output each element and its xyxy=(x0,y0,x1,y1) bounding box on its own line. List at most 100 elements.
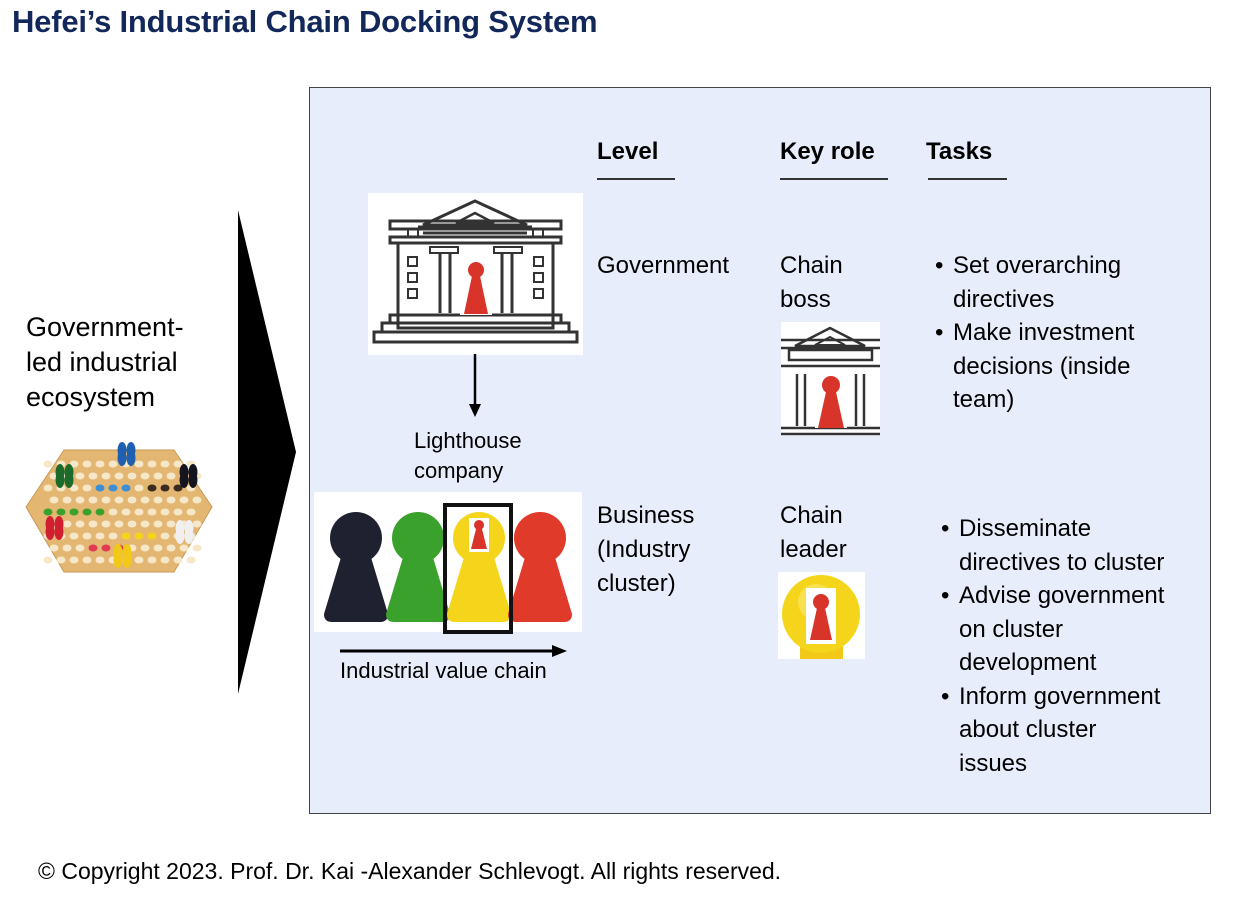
board-hole xyxy=(62,496,72,504)
ecosystem-label-line: led industrial xyxy=(26,347,178,377)
board-hole xyxy=(95,508,105,516)
task-line: directives xyxy=(953,285,1055,313)
board-hole xyxy=(186,508,196,516)
level-text: (Industry xyxy=(597,536,691,563)
board-hole xyxy=(82,508,92,516)
yellow-pawn-with-red-pawn-icon xyxy=(782,575,860,659)
board-hole xyxy=(153,472,163,480)
board-hole xyxy=(82,484,92,492)
board-hole xyxy=(179,496,189,504)
bullet-icon: • xyxy=(941,515,950,542)
ecosystem-label: Government- led industrial ecosystem xyxy=(26,310,226,415)
board-hole xyxy=(153,496,163,504)
right-arrow-icon xyxy=(340,645,567,657)
board-hole xyxy=(95,532,105,540)
board-hole xyxy=(173,556,183,564)
task-item: • Disseminate directives to cluster xyxy=(941,512,1164,579)
board-hole xyxy=(75,544,85,552)
task-line: Inform government xyxy=(959,682,1161,710)
pawn-0 xyxy=(324,512,388,622)
board-hole xyxy=(160,460,170,468)
board-pawn xyxy=(64,472,74,488)
page-title: Hefei’s Industrial Chain Docking System xyxy=(12,4,598,39)
board-hole xyxy=(134,484,144,492)
board-hole xyxy=(186,556,196,564)
lighthouse-label-line: Lighthouse xyxy=(414,428,522,453)
board-pawn xyxy=(122,552,132,568)
task-line: issues xyxy=(959,749,1028,777)
ecosystem-label-line: ecosystem xyxy=(26,382,156,412)
board-hole xyxy=(160,508,170,516)
board-hole xyxy=(62,520,72,528)
board-hole xyxy=(192,544,202,552)
value-chain-pawns-image xyxy=(314,492,582,632)
board-hole xyxy=(49,496,59,504)
task-line: Make investment xyxy=(953,319,1135,346)
board-hole xyxy=(43,556,53,564)
column-header-tasks: Tasks xyxy=(926,138,993,165)
board-hole xyxy=(140,520,150,528)
task-line: Advise government xyxy=(959,582,1165,609)
board-hole xyxy=(82,460,92,468)
task-line: decisions (inside xyxy=(953,352,1131,380)
role-text: Chain xyxy=(780,252,843,279)
board-hole xyxy=(95,460,105,468)
board-hole xyxy=(134,460,144,468)
government-building-with-red-pawn-icon xyxy=(781,326,880,436)
role-text: leader xyxy=(780,536,847,563)
task-item: • Inform government about cluster issues xyxy=(941,680,1164,781)
board-hole xyxy=(127,472,137,480)
board-hole xyxy=(82,556,92,564)
task-item: • Set overarching directives xyxy=(935,249,1134,316)
board-pawn xyxy=(188,472,198,488)
board-hole xyxy=(147,556,157,564)
board-hole xyxy=(43,484,53,492)
board-pawn xyxy=(113,552,123,568)
board-hole xyxy=(108,460,118,468)
board-pawn xyxy=(179,472,189,488)
board-hole xyxy=(134,508,144,516)
board-hole xyxy=(43,460,53,468)
board-hole xyxy=(69,556,79,564)
board-hole xyxy=(173,460,183,468)
column-header-level: Level xyxy=(597,138,659,165)
bullet-icon: • xyxy=(935,319,944,346)
bullet-icon: • xyxy=(941,682,950,710)
task-line: team) xyxy=(953,386,1015,413)
government-building-image xyxy=(368,193,583,355)
board-hole xyxy=(101,472,111,480)
lighthouse-highlight-frame xyxy=(443,503,513,634)
board-hole xyxy=(166,472,176,480)
board-hole xyxy=(147,532,157,540)
bullet-icon: • xyxy=(941,582,950,609)
board-hole xyxy=(153,544,163,552)
role-chain-boss: Chain boss xyxy=(780,249,843,317)
board-hole xyxy=(192,496,202,504)
board-hole xyxy=(108,532,118,540)
board-hole xyxy=(95,556,105,564)
task-line: Set overarching xyxy=(953,252,1122,279)
board-hole xyxy=(140,472,150,480)
chain-leader-image xyxy=(778,572,865,659)
pawn-3 xyxy=(508,512,572,622)
board-hole xyxy=(134,556,144,564)
board-hole xyxy=(82,532,92,540)
board-hole xyxy=(108,508,118,516)
board-hole xyxy=(147,460,157,468)
board-hole xyxy=(121,532,131,540)
board-hole xyxy=(134,532,144,540)
board-hole xyxy=(147,484,157,492)
board-hole xyxy=(69,532,79,540)
government-task-list: • Set overarching directives • Make inve… xyxy=(935,249,1134,417)
board-hole xyxy=(127,496,137,504)
copyright-footer: © Copyright 2023. Prof. Dr. Kai -Alexand… xyxy=(38,858,782,884)
value-chain-label: Industrial value chain xyxy=(340,658,547,683)
board-hole xyxy=(140,544,150,552)
government-building-with-red-pawn-icon xyxy=(372,199,579,344)
board-hole xyxy=(114,496,124,504)
board-hole xyxy=(173,484,183,492)
pawn-2 xyxy=(447,512,511,622)
board-pawn xyxy=(184,528,194,544)
board-hole xyxy=(56,508,66,516)
board-hole xyxy=(114,472,124,480)
